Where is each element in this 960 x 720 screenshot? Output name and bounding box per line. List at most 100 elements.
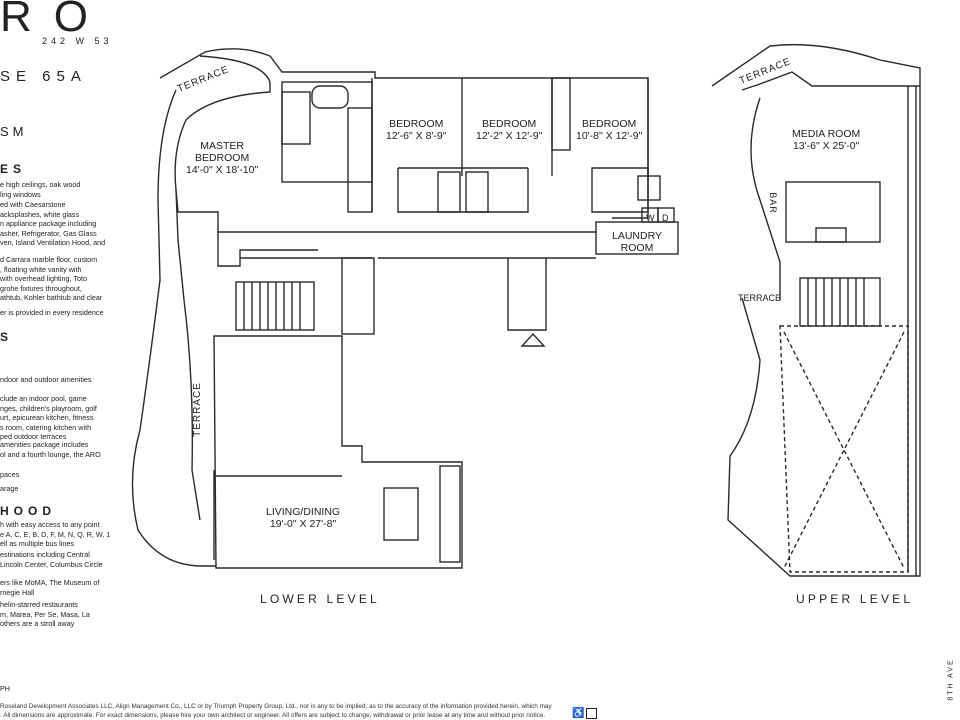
laundry-room	[595, 221, 679, 255]
sidebar-block: d Carrara marble floor, custom, floating…	[0, 255, 102, 303]
side-terrace-bay	[177, 239, 201, 521]
master-tub	[311, 85, 349, 109]
footer-disclaimer-1: Roseland Development Associates LLC, Ali…	[0, 703, 552, 710]
sidebar-line: athtub, Kohler bathtub and clear	[0, 293, 103, 303]
terrace-upper-small-label: TERRACE	[738, 293, 782, 303]
master-closet	[347, 107, 373, 213]
sidebar-line: nges, children's playroom, golf	[0, 403, 97, 413]
sidebar-line: grohe fixtures throughout,	[0, 283, 82, 293]
lower-stair	[235, 281, 315, 331]
sidebar-line: ell as multiple bus lines	[0, 539, 74, 549]
footer-disclaimer-2: . All dimensions are approximate. For ex…	[0, 712, 546, 719]
wheelchair-icon: ♿	[572, 708, 585, 719]
living-window-lines	[213, 470, 342, 560]
living-walls	[213, 335, 463, 569]
bedroom-row-walls	[371, 78, 649, 212]
sidebar-line: e high ceilings, oak wood	[0, 180, 81, 189]
sidebar-line: ers like MoMA, The Museum of	[0, 578, 100, 587]
sidebar-heading: HOOD	[0, 504, 56, 518]
lower-stair-treads	[243, 282, 301, 330]
corridor-stub	[507, 258, 547, 331]
corridor	[218, 231, 596, 259]
sidebar-heading: S	[0, 330, 14, 344]
upper-x-line-2	[783, 331, 905, 569]
sidebar-line: asher, Refrigerator, Gas Glass	[0, 228, 97, 238]
bath-shower-3	[637, 175, 661, 201]
street-label: 8TH AVE	[947, 658, 955, 701]
sidebar-line: arage	[0, 484, 19, 493]
brand-logo: RO	[0, 0, 110, 41]
lower-outer-wall	[131, 89, 216, 567]
master-bath	[281, 81, 373, 183]
sidebar-block: arage	[0, 484, 18, 494]
sidebar-line: n appliance package including	[0, 219, 97, 229]
sidebar-line: acksplashes, white glass	[0, 209, 80, 219]
sidebar-line: h with easy access to any point	[0, 520, 100, 529]
bedroom-bath-row	[397, 167, 649, 213]
sidebar-block: PH	[0, 684, 10, 694]
upper-tub	[815, 227, 847, 243]
sidebar-line: urt, epicurean kitchen, fitness	[0, 413, 94, 423]
sidebar-line: e A, C, E, B, D, F, M, N, Q, R, W, 1	[0, 529, 111, 539]
sidebar-line: with overhead lighting, Toto	[0, 274, 87, 284]
sidebar-line: ol and a fourth lounge, the ARO	[0, 449, 101, 459]
sidebar-line: helin-starred restaurants	[0, 600, 78, 609]
bar-label: BAR	[767, 192, 778, 214]
sidebar-block: paces	[0, 470, 19, 480]
sidebar-line: others are a stroll away	[0, 619, 75, 629]
upper-inner-walls	[741, 71, 920, 300]
dryer	[657, 207, 675, 223]
upper-outer-wall	[711, 43, 921, 577]
sidebar-line: ed with Caesarstone	[0, 200, 66, 209]
lower-level-label: LOWER LEVEL	[260, 592, 380, 606]
sidebar-block: er is provided in every residence	[0, 308, 103, 318]
upper-stair-treads	[807, 278, 865, 326]
sidebar-line: ven, Island Ventilation Hood, and	[0, 238, 106, 248]
washer-label: W	[646, 213, 655, 223]
sidebar-line: d Carrara marble floor, custom	[0, 255, 98, 264]
entry-triangle	[520, 332, 546, 347]
lower-terrace-outline	[159, 48, 649, 219]
unit-name: SE 65A	[0, 68, 87, 85]
sidebar-line: , floating white vanity with	[0, 264, 82, 274]
unit-type: SM	[0, 124, 28, 139]
corridor-closet	[341, 257, 375, 335]
sidebar-line: rnegie Hall	[0, 587, 35, 597]
sidebar-line: estinations including Central	[0, 550, 90, 559]
sidebar-line: ndoor and outdoor amenities	[0, 375, 92, 384]
upper-bath	[785, 181, 881, 243]
master-shower	[281, 91, 311, 145]
sidebar-line: PH	[0, 684, 10, 693]
kitchen-island	[383, 487, 419, 541]
upper-right-wall	[907, 86, 917, 576]
upper-x-line-1	[783, 331, 905, 569]
dryer-label: D	[662, 213, 669, 223]
laundry-label: LAUNDRY ROOM	[612, 230, 662, 254]
sidebar-line: paces	[0, 470, 20, 479]
kitchen-counter	[439, 465, 461, 563]
equal-housing-icon	[586, 708, 597, 719]
sidebar-heading: ES	[0, 162, 27, 176]
sidebar-line: m, Marea, Per Se, Masa, La	[0, 609, 90, 619]
bath-tub-1	[437, 171, 461, 213]
sidebar-block: ndoor and outdoor amenities	[0, 375, 92, 385]
sidebar-line: clude an indoor pool, game	[0, 394, 87, 403]
sidebar-line: ped outdoor terraces	[0, 432, 67, 442]
sidebar-line: amenities package includes	[0, 440, 89, 449]
lower-terrace-curve	[174, 55, 271, 241]
sidebar-line: s room, catering kitchen with	[0, 422, 92, 432]
